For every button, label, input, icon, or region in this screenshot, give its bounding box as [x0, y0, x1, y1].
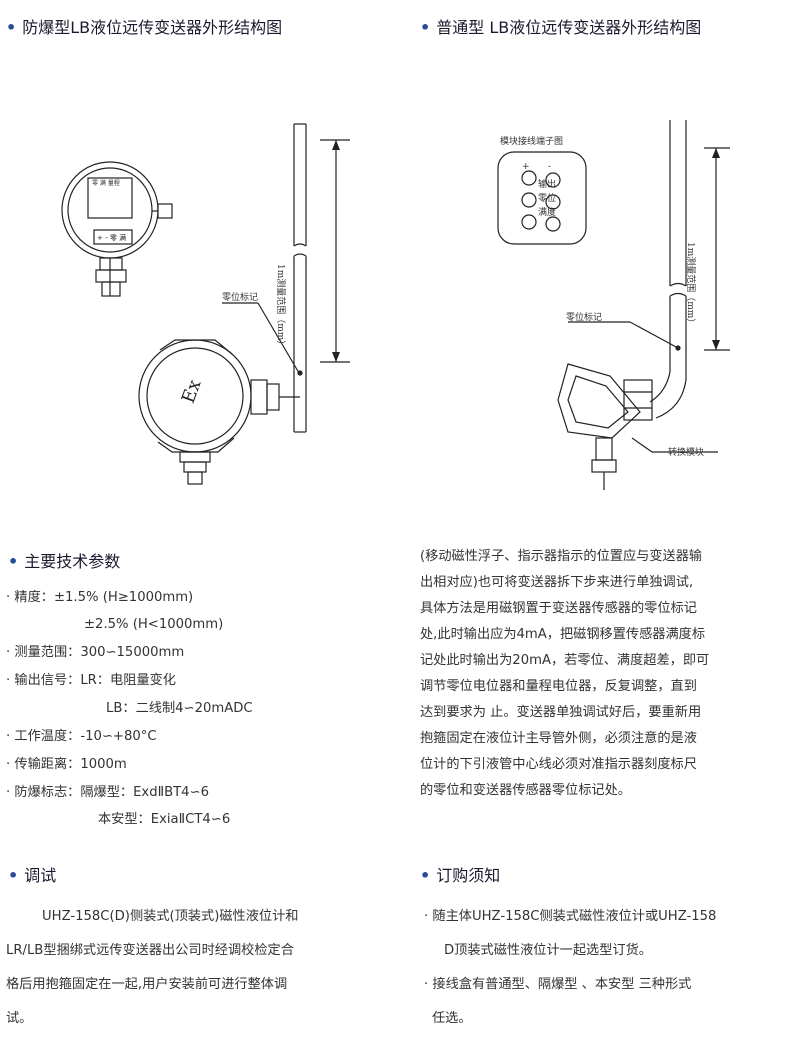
zero-mark-label: 零位标记 [566, 313, 603, 323]
range-label: 1m测量范围（mm） [275, 264, 285, 350]
range-label: 1m测量范围（mm） [685, 242, 695, 328]
side-port [157, 203, 173, 219]
terminal-strip [93, 229, 133, 245]
display-window [87, 177, 133, 219]
specs-title: •主要技术参数 [8, 552, 121, 571]
terminal-plus: + [522, 162, 530, 172]
spec-line: 本安型：ExiaⅡCT4∽6 [98, 812, 231, 827]
debug-paragraph: UHZ-158C(D)侧装式(顶装式)磁性液位计和 LR/LB型捆绑式远传变送器… [6, 909, 299, 1026]
spec-line: · 精度：±1.5% (H≥1000mm) [6, 590, 194, 605]
order-title: •订购须知 [420, 866, 501, 885]
zero-mark-label: 零位标记 [222, 293, 259, 303]
standard-diagram-title: •普通型 LB液位远传变送器外形结构图 [420, 18, 702, 37]
standard-diagram [497, 120, 730, 490]
spec-line: · 防爆标志：隔爆型：ExdⅡBT4∽6 [6, 785, 210, 800]
bullet-icon: • [8, 866, 19, 885]
explosion-proof-diagram [61, 123, 350, 485]
terminal-minus: - [548, 162, 552, 172]
debug-title: •调试 [8, 866, 57, 885]
module-caption: 模块接线端子图 [500, 137, 564, 147]
spec-line: · 测量范围：300∽15000mm [6, 645, 185, 660]
bullet-icon: • [420, 18, 431, 37]
spec-line: ±2.5% (H<1000mm) [84, 617, 224, 632]
terminal-text: + - 零 满 [97, 234, 127, 242]
converter-label: 转换模块 [668, 448, 705, 458]
spec-line: LB：二线制4∽20mADC [106, 701, 253, 716]
spec-line: · 传输距离：1000m [6, 757, 127, 772]
explosion-proof-diagram-title: •防爆型LB液位远传变送器外形结构图 [6, 18, 283, 37]
order-paragraph: · 随主体UHZ-158C侧装式磁性液位计或UHZ-158 D顶装式磁性液位计一… [424, 909, 717, 1026]
spec-line: · 工作温度：-10∽+80°C [6, 729, 157, 744]
bullet-icon: • [6, 18, 17, 37]
ex-housing-inner [146, 347, 244, 445]
terminal-labels: 输出 零位 满度 [538, 180, 557, 218]
display-text: 零 满 量程 [92, 180, 120, 187]
gauge-housing-inner [67, 167, 153, 253]
method-paragraph: (移动磁性浮子、指示器指示的位置应与变送器输 出相对应)也可将变送器拆下步来进行… [420, 549, 710, 798]
bullet-icon: • [8, 552, 19, 571]
bullet-icon: • [420, 866, 431, 885]
spec-line: · 输出信号：LR：电阻量变化 [6, 673, 176, 688]
